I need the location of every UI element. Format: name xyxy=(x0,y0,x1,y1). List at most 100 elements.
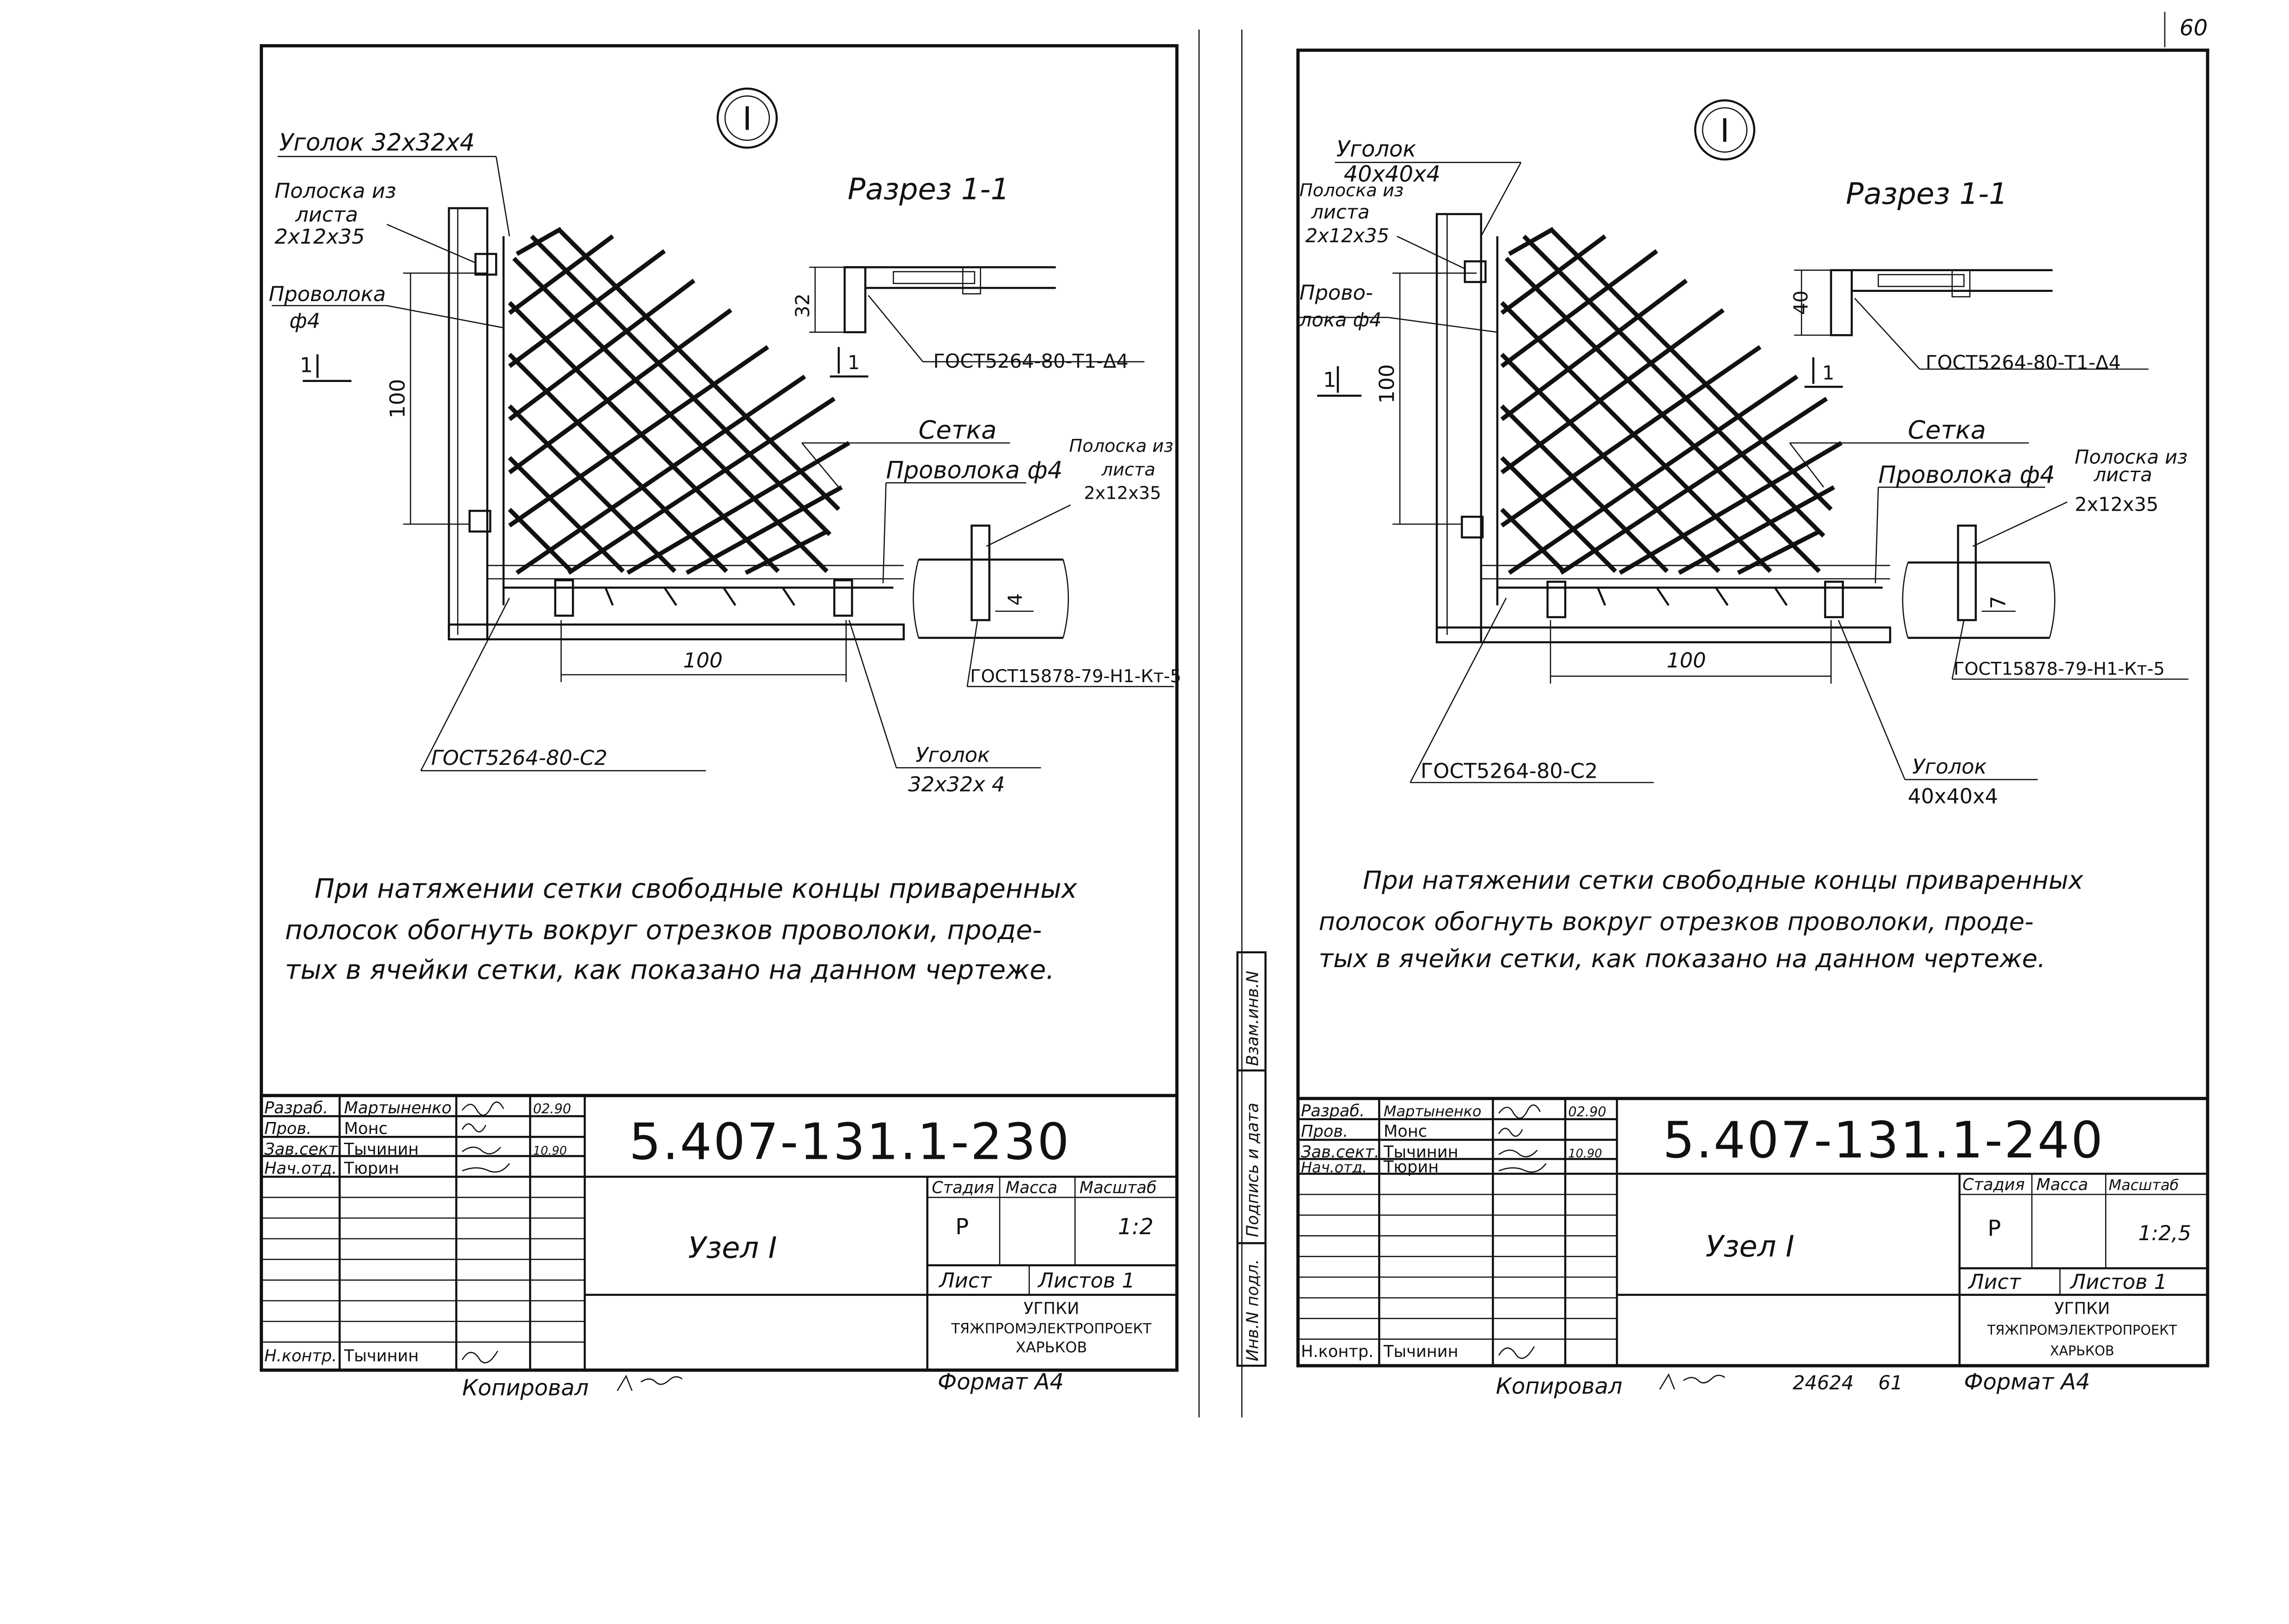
label-strip-c: 2x12x35 xyxy=(1305,224,1389,247)
org-line-1: УГПКИ xyxy=(2054,1299,2110,1318)
label-weld-section: ГОСТ5264-80-Т1-Δ4 xyxy=(1925,351,2121,374)
footer-copied: Копировал xyxy=(462,1375,588,1401)
stage-header: Стадия xyxy=(1963,1175,2025,1194)
scale-value: 1:2,5 xyxy=(2138,1221,2191,1245)
label-strip-b: листа xyxy=(295,202,358,227)
tb-name-1: Монс xyxy=(1384,1122,1427,1141)
tb-role-4: Н.контр. xyxy=(264,1346,337,1365)
tb-role-0: Разраб. xyxy=(1301,1101,1365,1120)
section-mark-1: 1 xyxy=(300,353,313,377)
label-strip-r-c: 2x12x35 xyxy=(1084,483,1161,504)
label-wire-a: Проволока xyxy=(269,282,386,306)
label-wire-b: лока ф4 xyxy=(1299,308,1382,331)
footer-format: Формат А4 xyxy=(938,1369,1064,1395)
note-line-3: тых в ячейки сетки, как показано на данн… xyxy=(1319,944,2045,973)
label-weld-corner: ГОСТ5264-80-С2 xyxy=(1421,759,1598,783)
org-line-2: ТЯЖПРОМЭЛЕКТРОПРОЕКТ xyxy=(1987,1322,2177,1338)
org-line-2: ТЯЖПРОМЭЛЕКТРОПРОЕКТ xyxy=(951,1321,1152,1337)
tb-name-4: Тычинин xyxy=(343,1346,418,1365)
label-strip-r-a: Полоска из xyxy=(1069,436,1173,456)
footer-copied: Копировал xyxy=(1496,1373,1622,1399)
dim-horizontal: 100 xyxy=(1667,648,1706,672)
footer-sheet: 61 xyxy=(1878,1371,1903,1394)
label-wire-mesh: Проволока ф4 xyxy=(886,457,1062,484)
label-strip-c: 2x12x35 xyxy=(274,224,365,249)
org-line-1: УГПКИ xyxy=(1023,1299,1079,1318)
footer-order: 24624 xyxy=(1792,1371,1854,1394)
dim-vertical: 100 xyxy=(1375,364,1399,404)
tb-role-3: Нач.отд. xyxy=(1301,1158,1367,1176)
section-title: Разрез 1-1 xyxy=(1846,177,2008,211)
tb-name-2: Тычинин xyxy=(1383,1143,1458,1162)
label-strip-r-b: листа xyxy=(1101,459,1155,480)
label-gost-detail: ГОСТ15878-79-Н1-Кт-5 xyxy=(970,666,1181,687)
tb-role-2: Зав.сект. xyxy=(264,1140,343,1159)
org-line-3: ХАРЬКОВ xyxy=(1016,1339,1087,1356)
dim-section: 32 xyxy=(791,293,814,318)
section-title: Разрез 1-1 xyxy=(848,172,1010,207)
sheet-label: Лист xyxy=(1968,1270,2022,1294)
stage-value: Р xyxy=(1987,1215,2001,1241)
dim-detail: 7 xyxy=(1986,596,2010,609)
dim-horizontal: 100 xyxy=(683,648,723,672)
tb-name-1: Монс xyxy=(344,1119,388,1138)
stage-value: Р xyxy=(955,1214,969,1240)
tb-role-0: Разраб. xyxy=(264,1099,328,1117)
label-strip-a: Полоска из xyxy=(1300,180,1404,201)
node-mark: I xyxy=(742,100,752,138)
tb-name-4: Тычинин xyxy=(1383,1342,1458,1361)
tb-name-3: Тюрин xyxy=(1383,1157,1439,1176)
label-weld-section: ГОСТ5264-80-Т1-Δ4 xyxy=(933,350,1129,372)
note-line-2: полосок обогнуть вокруг отрезков проволо… xyxy=(1319,907,2033,936)
label-weld-corner: ГОСТ5264-80-С2 xyxy=(431,746,607,770)
stage-header: Стадия xyxy=(932,1178,994,1197)
section-mark-1: 1 xyxy=(1323,368,1336,392)
dim-detail: 4 xyxy=(1004,593,1027,606)
note-line-1: При натяжении сетки свободные концы прив… xyxy=(1363,866,2084,895)
label-angle-bottom-a: Уголок xyxy=(1912,754,1987,779)
note-line-1: При натяжении сетки свободные концы прив… xyxy=(314,873,1077,904)
tb-date-2: 10.90 xyxy=(1568,1147,1602,1161)
section-mark-2: 1 xyxy=(1822,361,1835,384)
side-stamp-1: Взам.инв.N xyxy=(1244,971,1262,1066)
scale-value: 1:2 xyxy=(1118,1214,1153,1240)
label-gost-detail: ГОСТ15878-79-Н1-Кт-5 xyxy=(1953,659,2164,679)
label-mesh: Сетка xyxy=(1908,415,1986,444)
label-strip-b: листа xyxy=(1311,200,1370,223)
scale-header: Масштаб xyxy=(2109,1176,2179,1194)
doc-number: 5.407-131.1-230 xyxy=(629,1112,1071,1171)
org-line-3: ХАРЬКОВ xyxy=(2050,1343,2114,1359)
page-number: 60 xyxy=(2180,15,2208,41)
tb-name-2: Тычинин xyxy=(343,1140,418,1159)
drawing-title: Узел I xyxy=(1706,1229,1794,1264)
dim-vertical: 100 xyxy=(385,379,410,418)
label-strip-r-a: Полоска из xyxy=(2075,446,2188,468)
label-strip-r-b: листа xyxy=(2094,463,2152,486)
footer-format: Формат А4 xyxy=(1964,1369,2090,1395)
side-stamp-2: Подпись и дата xyxy=(1244,1103,1262,1237)
sheet-left: I Разрез 1-1 xyxy=(259,44,1182,1401)
tb-name-0: Мартыненко xyxy=(1384,1102,1482,1120)
note-line-3: тых в ячейки сетки, как показано на данн… xyxy=(285,954,1055,986)
label-wire-a: Прово- xyxy=(1300,280,1373,305)
tb-name-0: Мартыненко xyxy=(344,1099,451,1117)
sheet-label: Лист xyxy=(938,1268,993,1293)
sheets-label: Листов 1 xyxy=(1037,1268,1135,1293)
side-stamp-3: Инв.N подл. xyxy=(1244,1259,1262,1361)
label-angle-bottom-a: Уголок xyxy=(915,742,990,767)
tb-date-0: 02.90 xyxy=(533,1101,571,1117)
title-block-right: Разраб. Мартыненко 02.90 Пров. Монс Зав.… xyxy=(1298,1097,2208,1366)
drawing-title: Узел I xyxy=(688,1231,777,1265)
title-block-left: Разраб. Мартыненко 02.90 Пров. Монс Зав.… xyxy=(261,1094,1177,1370)
label-angle-bottom-b: 32x32x 4 xyxy=(908,772,1005,797)
label-strip-a: Полоска из xyxy=(274,178,396,203)
mass-header: Масса xyxy=(2036,1175,2088,1194)
tb-date-0: 02.90 xyxy=(1568,1104,1606,1119)
note-line-2: полосок обогнуть вокруг отрезков проволо… xyxy=(285,914,1042,946)
label-wire-b: ф4 xyxy=(290,308,320,333)
label-angle-bottom-b: 40x40x4 xyxy=(1908,784,1998,808)
label-angle-top-b: 40x40x4 xyxy=(1344,161,1440,187)
label-wire-mesh: Проволока ф4 xyxy=(1878,461,2055,489)
wire-mesh xyxy=(1500,227,1843,575)
tb-role-3: Нач.отд. xyxy=(264,1159,337,1178)
